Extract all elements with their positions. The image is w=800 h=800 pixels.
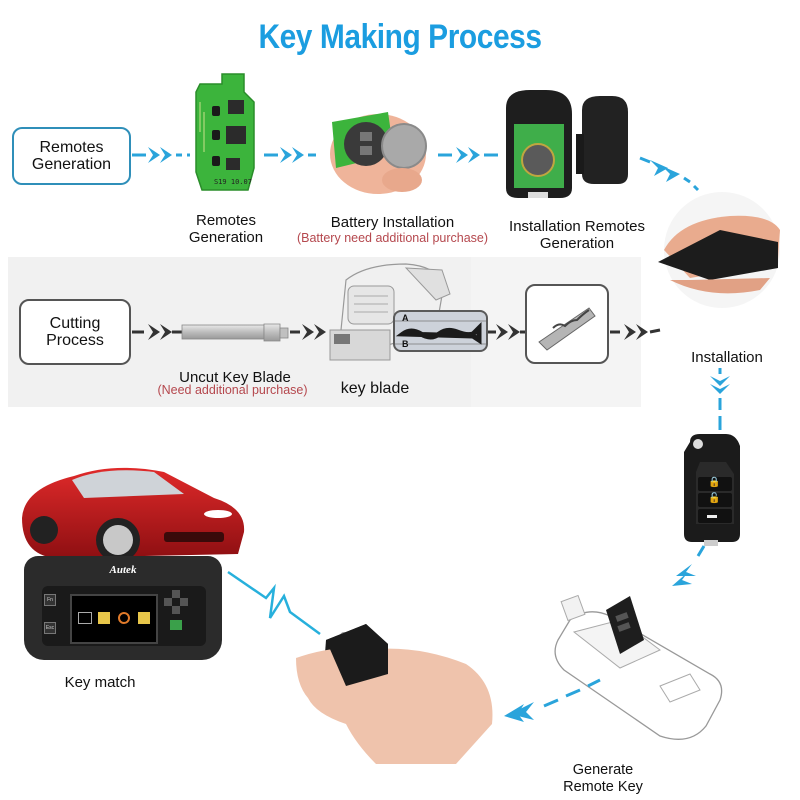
key-profile-wave: [395, 320, 486, 345]
ok-button[interactable]: [170, 620, 182, 630]
radio-signal-wave-icon: [227, 570, 321, 636]
diagonal-arrow-icon: [672, 545, 706, 586]
unlock-icon: 🔓: [708, 493, 721, 504]
double-chevron-arrow-icon: [290, 324, 326, 340]
autek-key-programmer: Autek Fn Esc: [24, 556, 222, 660]
hand-holding-remote-image: [296, 624, 493, 764]
step-label: key blade: [340, 380, 410, 397]
cut-key-image: [538, 307, 596, 351]
uncut-key-blade-image: [181, 323, 289, 342]
fn-button[interactable]: Fn: [44, 594, 56, 606]
double-chevron-arrow-icon: [488, 324, 528, 340]
key-menu-icon: [98, 612, 110, 624]
dpad-down-button[interactable]: [172, 606, 180, 614]
cutting-process-start-box: Cutting Process: [19, 299, 131, 365]
page-title: Key Making Process: [258, 18, 542, 56]
double-chevron-arrow-icon: [610, 324, 661, 340]
esc-button[interactable]: Esc: [44, 622, 56, 634]
double-chevron-arrow-icon: [132, 324, 182, 340]
red-car-image: [22, 467, 245, 562]
history-menu-icon: [118, 612, 130, 624]
gauge-label-b: B: [402, 339, 409, 349]
start-box-label: Cutting Process: [46, 315, 104, 349]
remote-housing-image: [506, 90, 628, 198]
diagonal-arrow-icon: [504, 678, 601, 722]
step-label: Battery Installation: [330, 214, 455, 231]
dpad-left-button[interactable]: [164, 598, 172, 606]
double-chevron-arrow-icon: [132, 147, 190, 163]
installation-label: Installation: [691, 349, 763, 366]
double-chevron-arrow-icon: [264, 147, 316, 163]
device-screen: [70, 594, 158, 644]
gauge-label-a: A: [402, 313, 409, 323]
remote-programmer-device: [554, 594, 723, 740]
cut-key-box: [525, 284, 609, 364]
info-menu-icon: [138, 612, 150, 624]
generate-remote-key-label: Generate Remote Key: [563, 762, 643, 795]
car-menu-icon: [78, 612, 92, 624]
step-note: (Battery need additional purchase): [296, 231, 489, 245]
step-label: Installation Remotes Generation: [509, 218, 645, 252]
down-arrow-icon: [710, 368, 730, 430]
pcb-board-image: S19 10.07: [195, 73, 255, 191]
battery-installation-image: [330, 112, 427, 194]
dpad-up-button[interactable]: [172, 590, 180, 598]
key-profile-gauge: A B: [393, 310, 488, 352]
double-chevron-arrow-icon: [438, 147, 498, 163]
lock-icon: 🔒: [708, 477, 721, 488]
dpad-right-button[interactable]: [180, 598, 188, 606]
trunk-icon: ▬: [707, 510, 717, 521]
step-label: Remotes Generation: [188, 212, 264, 246]
installation-image: [658, 192, 780, 308]
diagonal-arrow-icon: [639, 156, 700, 192]
flip-key-remote: 🔒 🔓 ▬: [682, 432, 742, 547]
step-note: (Need additional purchase): [157, 383, 308, 397]
start-box-label: Remotes Generation: [31, 139, 112, 173]
remotes-generation-start-box: Remotes Generation: [12, 127, 131, 185]
key-match-label: Key match: [64, 674, 136, 691]
step-label: Uncut Key Blade: [179, 369, 291, 386]
device-brand: Autek: [109, 564, 137, 576]
svg-text:S19 10.07: S19 10.07: [214, 178, 252, 186]
